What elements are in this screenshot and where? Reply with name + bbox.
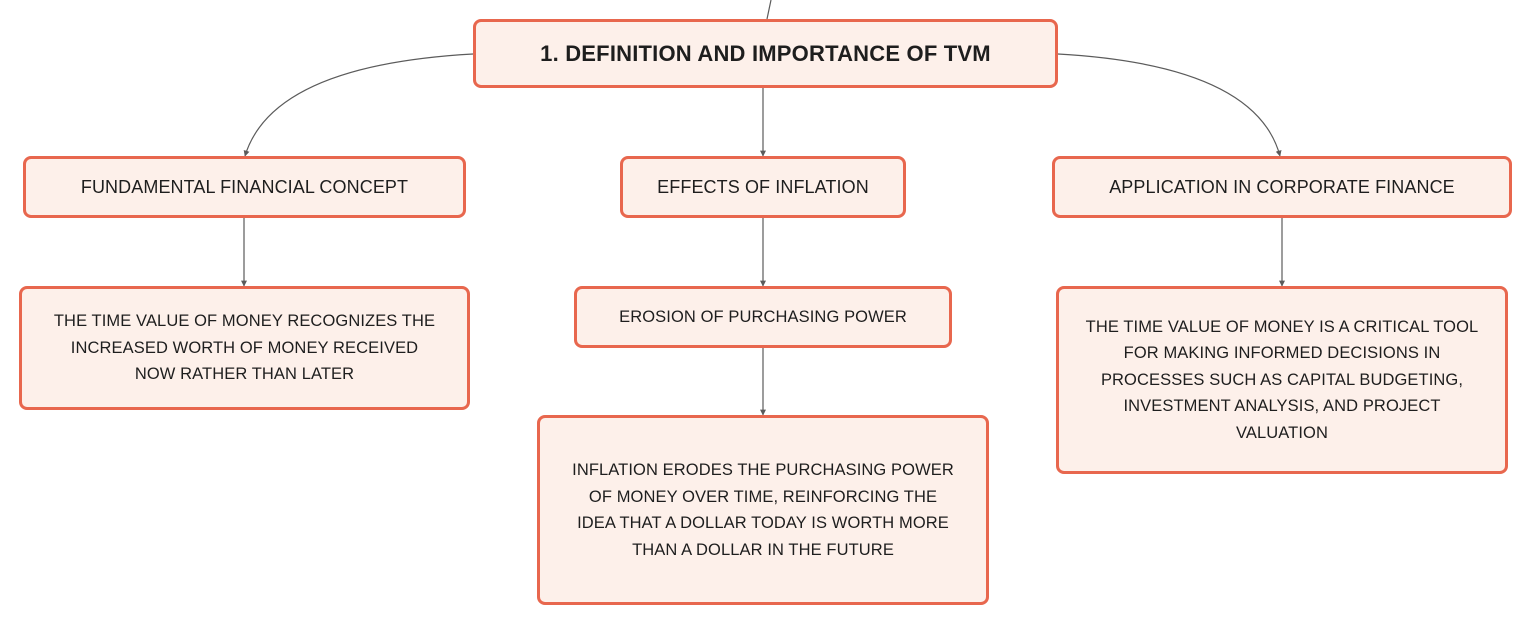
root-topic-node[interactable]: 1. DEFINITION AND IMPORTANCE OF TVM [473, 19, 1058, 88]
branch-node-effects-of-inflation[interactable]: EFFECTS OF INFLATION [620, 156, 906, 218]
connector-parent-to-root [766, 0, 772, 20]
leaf-label-critical-tool: THE TIME VALUE OF MONEY IS A CRITICAL TO… [1085, 317, 1479, 442]
subtopic-node-erosion-of-purchasing-power[interactable]: EROSION OF PURCHASING POWER [574, 286, 952, 348]
connector-root-to-application [1057, 53, 1282, 157]
connector-root-to-fundamental [243, 53, 474, 157]
leaf-node-inflation-detail[interactable]: INFLATION ERODES THE PURCHASING POWER OF… [537, 415, 989, 605]
branch-label-effects-of-inflation: EFFECTS OF INFLATION [657, 176, 869, 197]
leaf-label-inflation-detail: INFLATION ERODES THE PURCHASING POWER OF… [572, 461, 954, 559]
leaf-label-tvm-definition: THE TIME VALUE OF MONEY RECOGNIZES THE I… [53, 312, 436, 384]
branch-label-fundamental-financial-concept: FUNDAMENTAL FINANCIAL CONCEPT [80, 176, 409, 197]
leaf-node-critical-tool[interactable]: THE TIME VALUE OF MONEY IS A CRITICAL TO… [1056, 286, 1508, 474]
branch-node-application-in-corporate-finance[interactable]: APPLICATION IN CORPORATE FINANCE [1052, 156, 1512, 218]
root-topic-label: 1. DEFINITION AND IMPORTANCE OF TVM [540, 40, 991, 66]
branch-label-application-in-corporate-finance: APPLICATION IN CORPORATE FINANCE [1109, 176, 1455, 197]
branch-node-fundamental-financial-concept[interactable]: FUNDAMENTAL FINANCIAL CONCEPT [23, 156, 466, 218]
subtopic-label-erosion-of-purchasing-power: EROSION OF PURCHASING POWER [619, 307, 907, 326]
leaf-node-tvm-definition[interactable]: THE TIME VALUE OF MONEY RECOGNIZES THE I… [19, 286, 470, 410]
